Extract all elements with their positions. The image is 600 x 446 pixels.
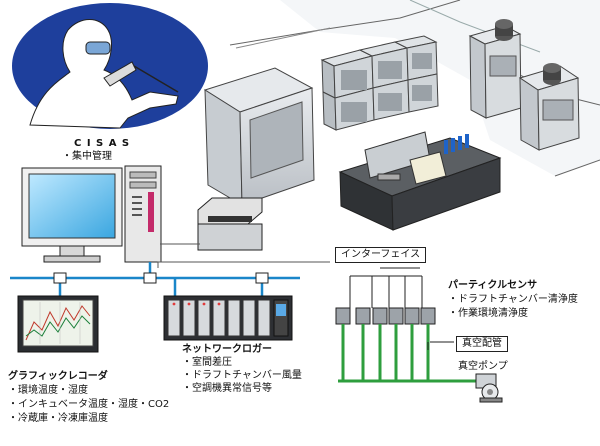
incubator-unit (203, 67, 315, 206)
particle-sensor-title: パーティクルセンサ (448, 280, 538, 291)
particle-sensor-item: ・ドラフトチャンバー清浄度 (448, 294, 578, 305)
cisas-item: ・集中管理 (62, 151, 112, 162)
vacuum-pipe-label: 真空配管 (456, 336, 508, 352)
interface-bus (349, 267, 423, 308)
network-logger-device (163, 295, 293, 341)
network-connectors (53, 272, 269, 284)
lab-bench (338, 131, 502, 231)
safety-cabinets (468, 19, 580, 151)
printer (197, 197, 263, 251)
graphic-recorder-item: ・環境温度・湿度 (8, 385, 88, 396)
stacked-cabinets (320, 35, 439, 131)
network-logger-item: ・ドラフトチャンバー風量 (182, 370, 302, 381)
interface-cabling (157, 243, 330, 268)
network-logger-item: ・空調機異常信号等 (182, 383, 272, 394)
graphic-recorder-item: ・インキュベータ温度・湿度・CO2 (8, 399, 170, 410)
cisas-computer (21, 165, 162, 263)
network-logger-item: ・室間差圧 (182, 357, 232, 368)
network-logger-title: ネットワークロガー (182, 344, 272, 355)
graphic-recorder-device (17, 295, 99, 353)
particle-sensor-item: ・作業環境清浄度 (448, 308, 528, 319)
cisas-title: C I S A S (74, 138, 131, 149)
vacuum-piping (338, 324, 480, 383)
vacuum-pump-device (475, 373, 503, 403)
graphic-recorder-item: ・冷蔵庫・冷凍庫温度 (8, 413, 108, 424)
particle-sensors (335, 307, 436, 325)
interface-label: インターフェイス (335, 247, 427, 263)
cisas-operator-illustration (12, 3, 208, 129)
callout-lines (427, 341, 454, 350)
graphic-recorder-title: グラフィックレコーダ (8, 371, 108, 382)
vacuum-pump-label: 真空ポンプ (458, 361, 508, 372)
